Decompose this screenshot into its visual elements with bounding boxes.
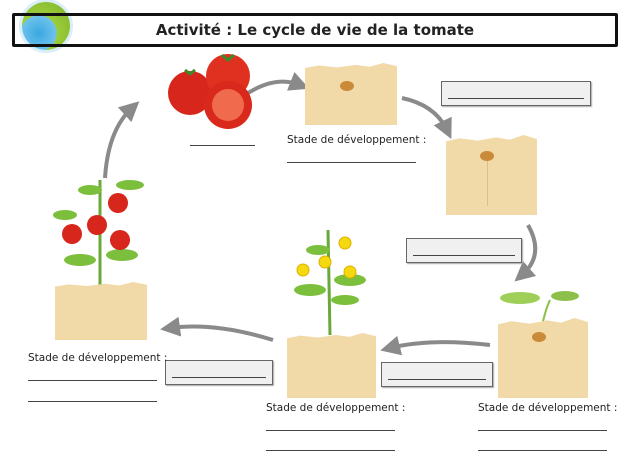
soil-seedling	[498, 318, 588, 398]
answer-line[interactable]	[266, 430, 395, 431]
soil-fruiting	[55, 282, 147, 340]
page-title: Activité : Le cycle de vie de la tomate	[155, 21, 475, 39]
seed-icon	[340, 81, 354, 91]
arrow-1	[243, 72, 310, 97]
answer-line[interactable]	[478, 430, 607, 431]
soil-germination	[446, 135, 537, 215]
answer-box[interactable]	[406, 238, 522, 263]
root-icon	[487, 161, 488, 206]
answer-box[interactable]	[165, 360, 273, 385]
stage-label: Stade de développement :	[287, 134, 427, 146]
answer-line[interactable]	[287, 162, 416, 163]
arrow-6	[103, 101, 140, 179]
arrow-5	[160, 316, 274, 342]
answer-line[interactable]	[28, 380, 157, 381]
soil-seed	[305, 63, 397, 125]
seed-icon	[532, 332, 546, 342]
answer-line[interactable]	[28, 401, 157, 402]
logo	[22, 2, 70, 50]
answer-line[interactable]	[478, 450, 607, 451]
soil-flowering	[287, 333, 376, 398]
stage-label: Stade de développement :	[28, 352, 168, 364]
answer-line[interactable]	[266, 450, 395, 451]
answer-box[interactable]	[441, 81, 591, 106]
seed-icon	[480, 151, 494, 161]
arrow-2	[401, 96, 452, 140]
arrow-4	[380, 335, 491, 356]
stage-label: Stade de développement :	[478, 402, 618, 414]
title-bar: Activité : Le cycle de vie de la tomate	[12, 13, 618, 47]
answer-line-fruit[interactable]	[190, 145, 255, 146]
stage-label: Stade de développement :	[266, 402, 406, 414]
arrow-3	[514, 224, 538, 282]
answer-box[interactable]	[381, 362, 493, 387]
